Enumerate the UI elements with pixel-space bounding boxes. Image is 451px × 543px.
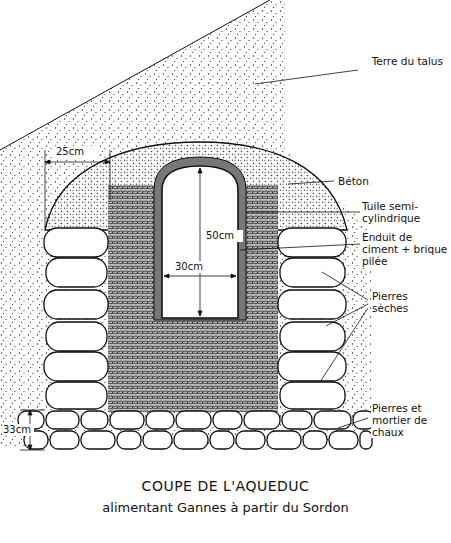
stone [81,411,108,429]
stone [314,411,351,429]
stone [278,290,346,319]
part-label: Pierres sèches [371,290,445,314]
stone [282,411,312,429]
stone [236,431,265,449]
title: COUPE DE L'AQUEDUC [0,478,451,494]
stone [210,431,234,449]
stone [267,431,301,449]
stone [278,352,346,381]
stone [46,382,107,409]
part-label: Enduit de ciment + brique pilée [361,231,449,267]
dimension-label: 30cm [174,261,212,273]
stone [213,411,242,429]
stone [50,431,79,449]
stone [280,322,345,351]
stone [280,258,345,287]
stone [46,322,107,351]
stone [44,352,108,381]
stone [146,411,174,429]
dimension-label: 33cm [2,424,34,436]
part-label: Tuile semi-cylindrique [361,200,449,224]
tile [154,157,246,320]
channel [162,166,238,318]
part-label: Terre du talus [362,55,444,67]
part-label: Béton [337,175,389,187]
stone [44,290,108,319]
stone [244,411,280,429]
stone [280,382,345,409]
slope-line [0,0,270,150]
stone [278,228,346,257]
stone [110,411,144,429]
stone [174,431,208,449]
part-label: Pierres et mortier de chaux [371,402,449,438]
stone [329,431,358,449]
dimension-lines [20,150,236,450]
dimension-label: 50cm [205,230,243,242]
stone [117,431,141,449]
stone [303,431,327,449]
caption: alimentant Gannes à partir du Sordon [0,500,451,515]
stone [46,411,79,429]
leader-lines [240,70,368,428]
stone [81,431,115,449]
dimension-label: 25cm [55,146,97,158]
stone [46,258,107,287]
stone [44,228,108,257]
stone [176,411,211,429]
earth-fill [0,0,372,448]
stone [143,431,172,449]
